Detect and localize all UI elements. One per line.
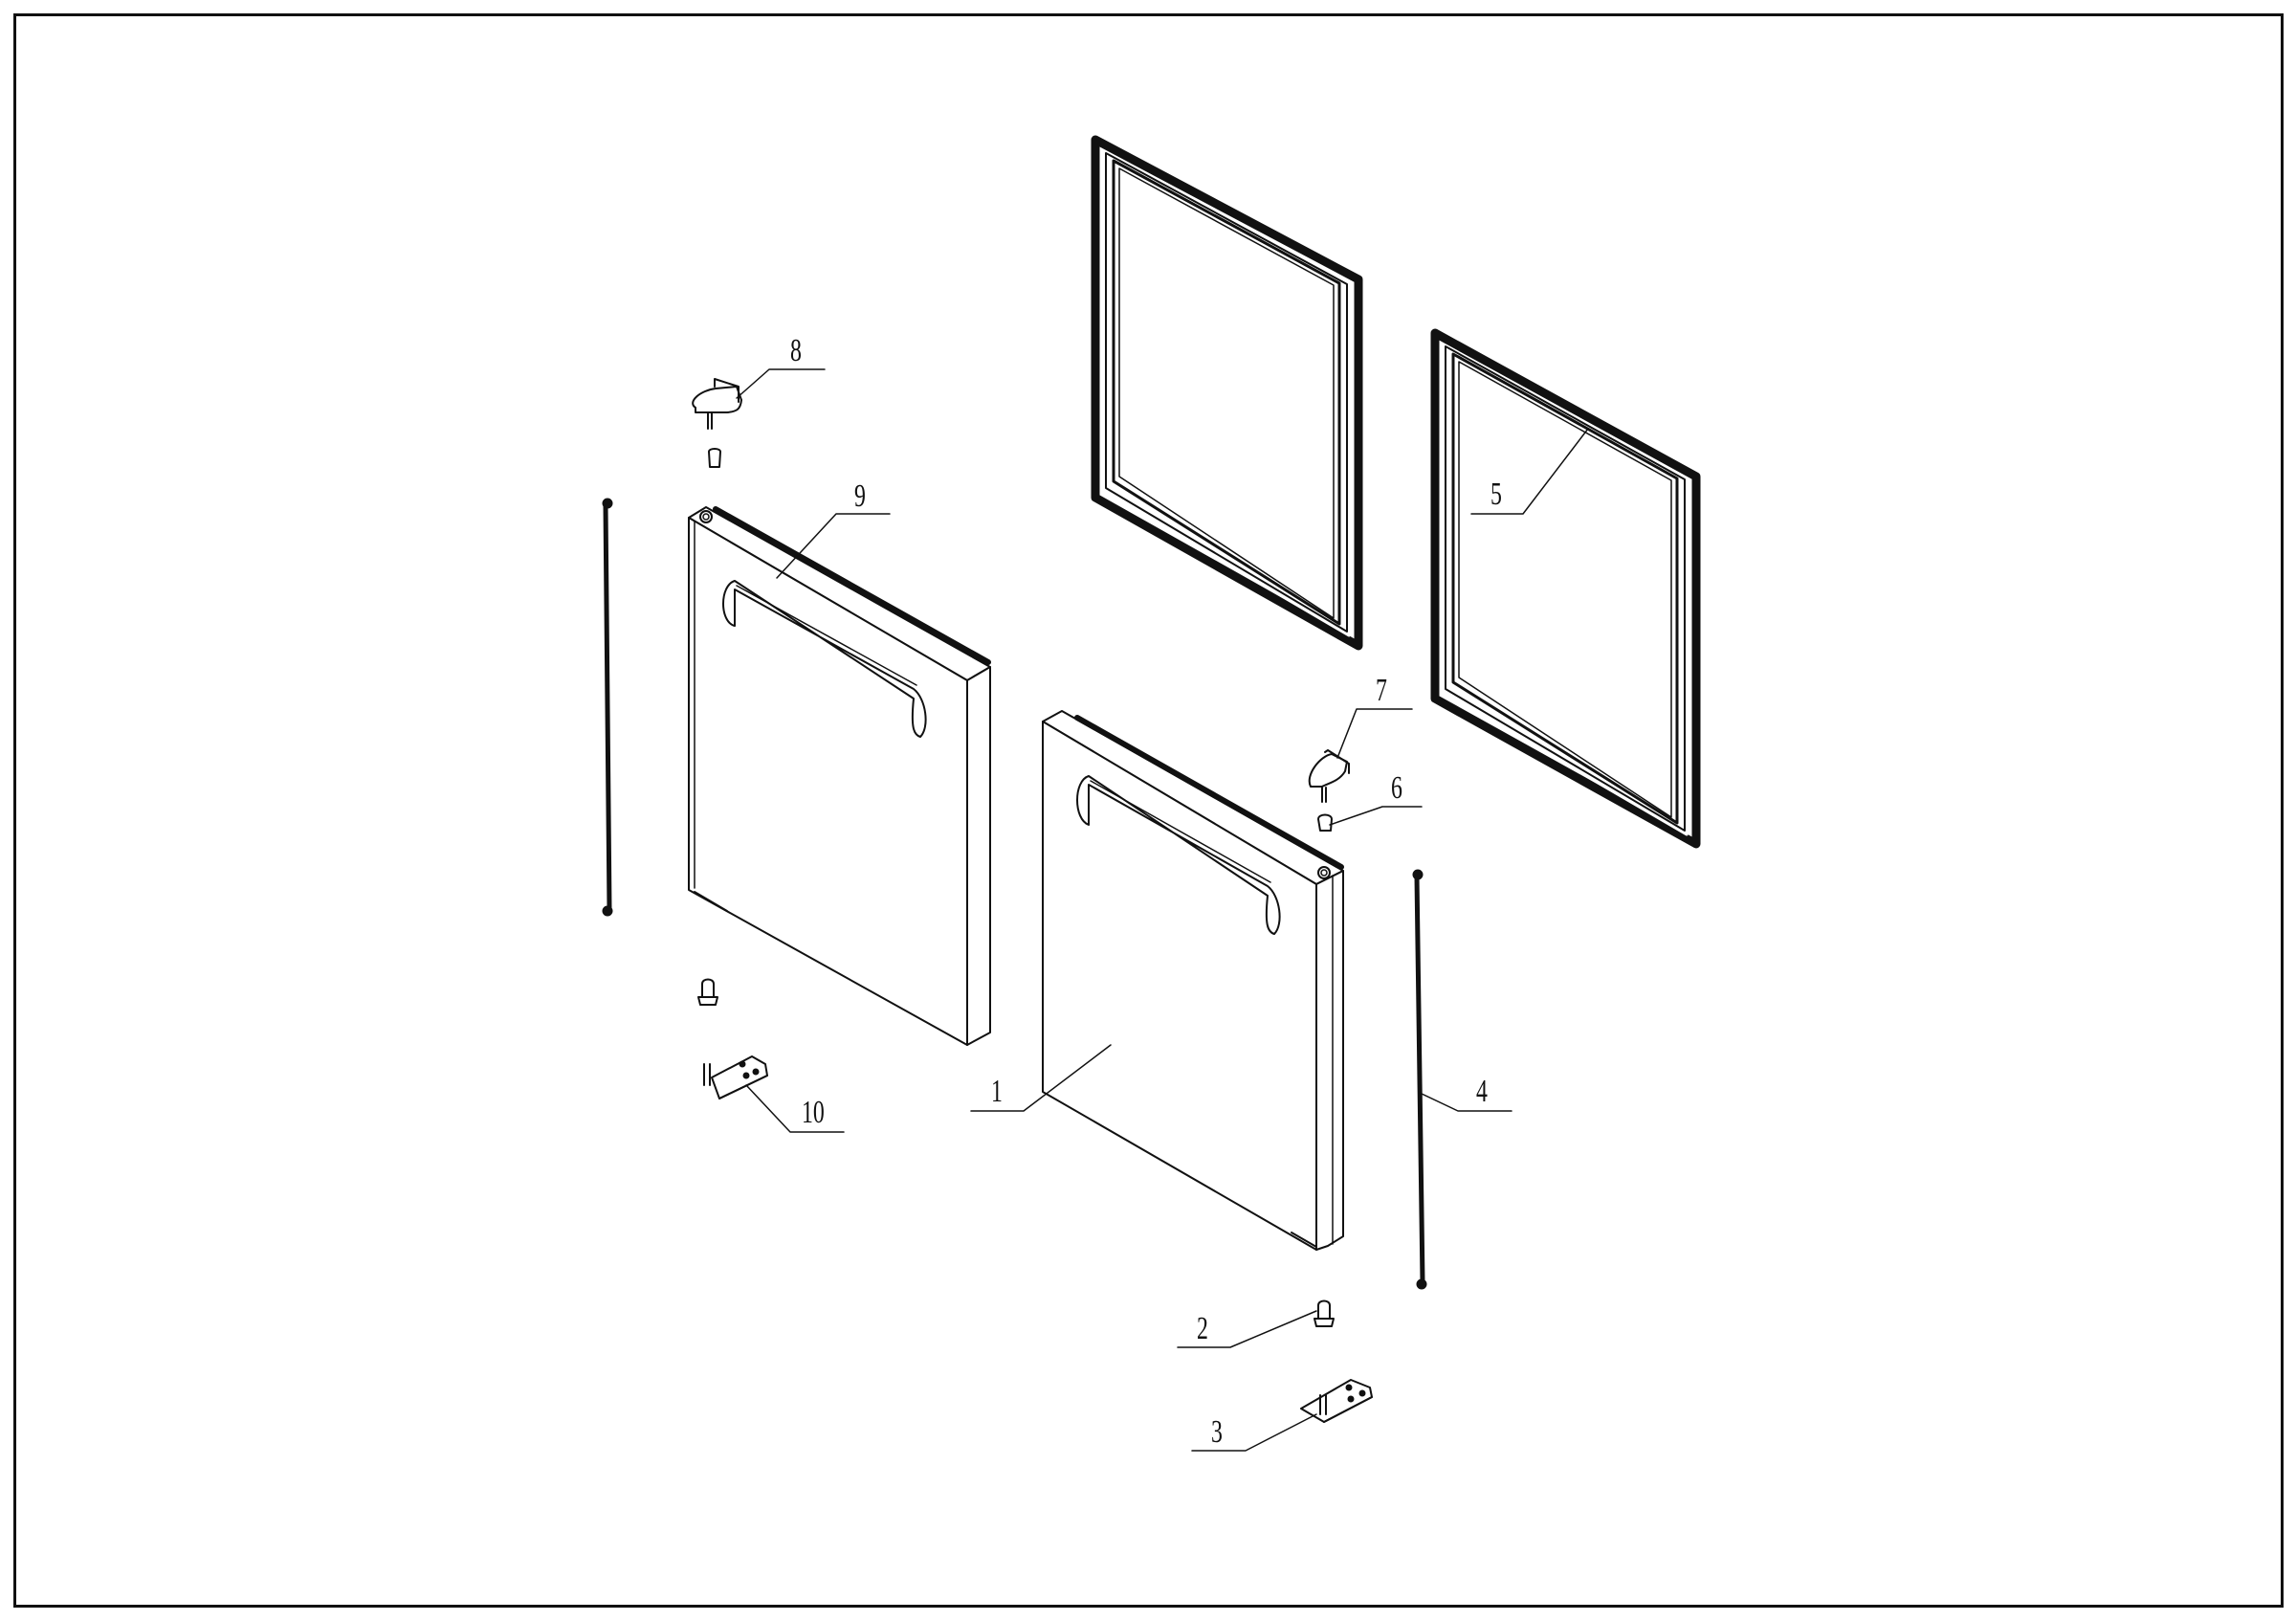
lower-hinge-right — [1300, 1379, 1373, 1423]
callout-2: 2 — [1197, 1311, 1208, 1346]
lower-hinge-left — [703, 1055, 768, 1099]
callout-3: 3 — [1211, 1414, 1223, 1450]
right-door — [1042, 710, 1344, 1251]
left-door — [688, 506, 991, 1046]
lower-bushing-right — [1314, 1299, 1335, 1327]
callout-10: 10 — [802, 1095, 825, 1130]
door-rod-right — [1412, 869, 1427, 1290]
gasket-right — [1430, 328, 1701, 849]
door-rod-left — [602, 498, 613, 917]
callout-4: 4 — [1476, 1074, 1488, 1109]
upper-bushing-right — [1317, 813, 1333, 832]
gasket-left — [1091, 135, 1363, 651]
upper-hinge-right — [1308, 749, 1350, 803]
callout-6: 6 — [1391, 770, 1402, 806]
leader-lines — [736, 368, 1589, 1452]
callout-8: 8 — [790, 333, 802, 368]
lower-bushing-left — [697, 978, 718, 1006]
upper-hinge-left — [692, 378, 742, 468]
callout-7: 7 — [1376, 673, 1387, 708]
callout-9: 9 — [854, 478, 866, 514]
callout-5: 5 — [1490, 477, 1502, 512]
callout-1: 1 — [991, 1074, 1003, 1109]
drawing-border — [13, 13, 2284, 1608]
